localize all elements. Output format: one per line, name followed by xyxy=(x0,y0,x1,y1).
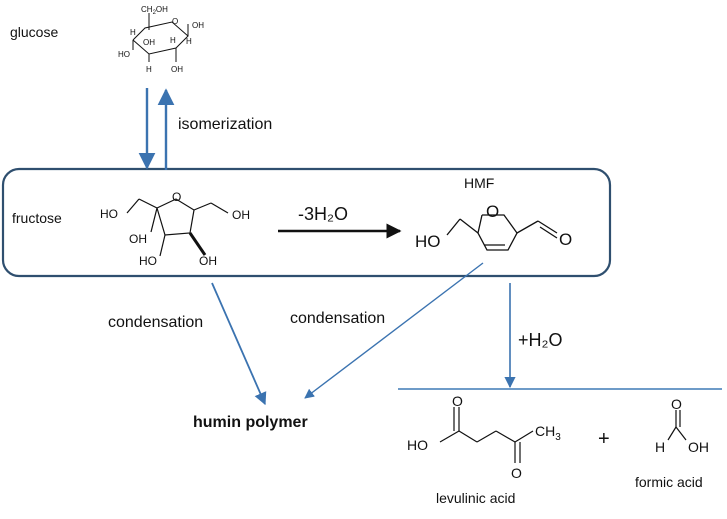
hmf-label: HMF xyxy=(464,175,495,191)
levulinic-ch3: CH3 xyxy=(535,423,561,443)
glucose-h-4: H xyxy=(186,37,192,46)
humin-polymer-label: humin polymer xyxy=(193,414,308,431)
dehydration-label: -3H₂O xyxy=(298,204,348,224)
fructose-label: fructose xyxy=(12,210,62,226)
fructose-box xyxy=(1,167,612,278)
levulinic-acid-structure xyxy=(439,407,534,463)
glucose-oh-2: OH xyxy=(143,38,155,47)
glucose-h-1: H xyxy=(130,28,136,37)
glucose-ring-o: O xyxy=(172,17,178,26)
glucose-structure xyxy=(132,13,189,62)
levulinic-o-1: O xyxy=(452,393,463,409)
glucose-h-3: H xyxy=(146,65,152,74)
fructose-oh-6: OH xyxy=(232,208,250,222)
glucose-atom-labels: CH2OH O OH OH HO OH H H H H xyxy=(118,5,204,74)
condensation-left-label: condensation xyxy=(108,314,204,331)
glucose-h-2: H xyxy=(170,36,176,45)
formic-acid-structure xyxy=(667,410,687,441)
hmf-atom-labels: O HO O xyxy=(415,202,572,251)
formic-h: H xyxy=(655,439,665,455)
fructose-oh-2: OH xyxy=(129,232,147,246)
hmf-condensation-arrow xyxy=(304,262,484,399)
glucose-oh-4: OH xyxy=(171,65,183,74)
fructose-atom-labels: O HO OH OH HO OH xyxy=(100,190,250,268)
levulinic-o-2: O xyxy=(511,465,522,481)
hydration-label: +H₂O xyxy=(518,330,563,350)
hmf-aldehyde-o: O xyxy=(559,230,572,249)
glucose-oh-1: OH xyxy=(192,21,204,30)
formic-oh: OH xyxy=(688,439,709,455)
formic-acid-label: formic acid xyxy=(635,474,703,490)
plus-sign: + xyxy=(598,428,610,450)
levulinic-acid-label: levulinic acid xyxy=(436,490,516,506)
fructose-structure xyxy=(126,198,229,257)
levulinic-ho: HO xyxy=(407,437,428,453)
fructose-ho-1: HO xyxy=(100,207,118,221)
hmf-ho: HO xyxy=(415,232,441,251)
fructose-condensation-arrow xyxy=(211,282,267,406)
fructose-ho-3: HO xyxy=(139,254,157,268)
glucose-label: glucose xyxy=(10,24,59,40)
formic-o: O xyxy=(671,396,682,412)
isomerization-label: isomerization xyxy=(178,116,273,133)
levulinic-atom-labels: O HO O CH3 xyxy=(407,393,561,481)
hmf-ring-o: O xyxy=(486,202,499,221)
fructose-oh-4: OH xyxy=(199,254,217,268)
glucose-ch2oh: CH2OH xyxy=(141,5,168,16)
condensation-right-label: condensation xyxy=(290,310,386,327)
hmf-structure xyxy=(446,214,558,251)
glucose-ho-3: HO xyxy=(118,50,130,59)
fructose-ring-o: O xyxy=(172,190,181,204)
formic-atom-labels: O H OH xyxy=(655,396,709,455)
